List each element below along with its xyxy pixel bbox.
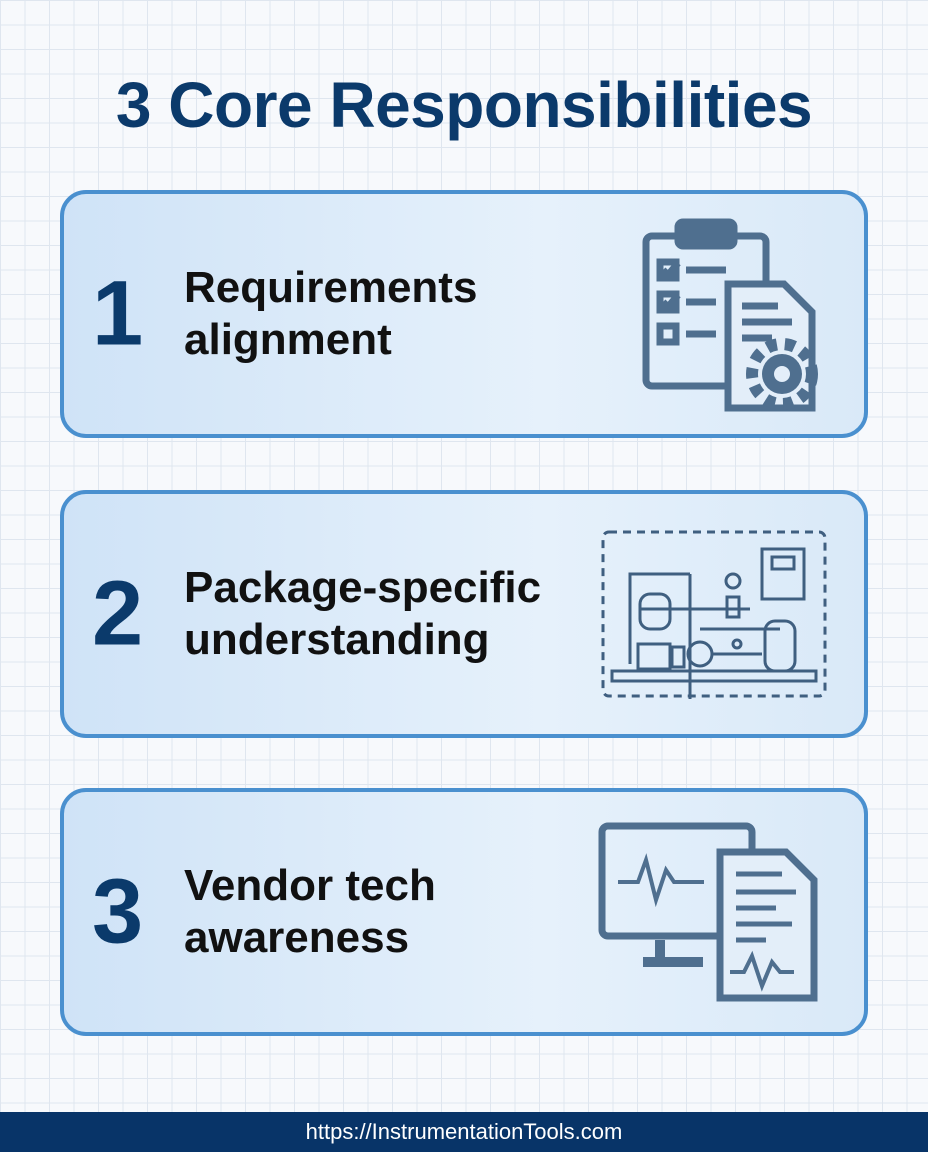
monitor-document-waveform-icon xyxy=(598,822,818,1002)
clipboard-checklist-gear-icon xyxy=(642,218,818,412)
card-number: 3 xyxy=(92,860,144,963)
page-title: 3 Core Responsibilities xyxy=(115,69,813,141)
footer-url: https://InstrumentationTools.com xyxy=(0,1112,928,1152)
card-number: 2 xyxy=(92,562,144,665)
pump-skid-package-icon xyxy=(601,530,827,699)
card-number: 1 xyxy=(92,262,144,365)
